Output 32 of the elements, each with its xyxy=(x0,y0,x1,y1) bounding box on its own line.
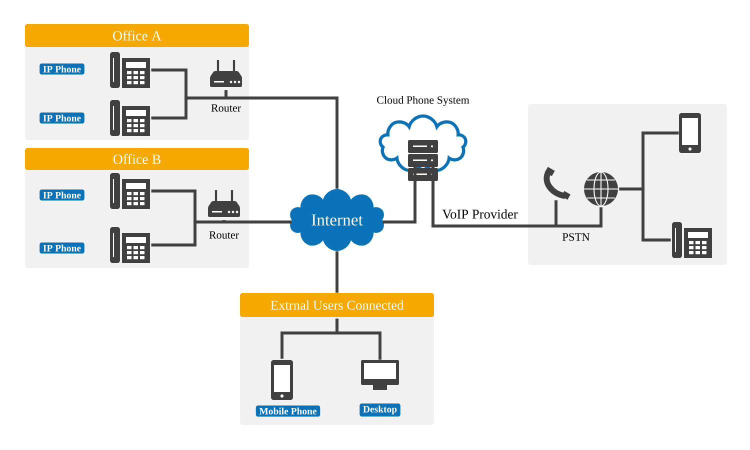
desk-phone-icon xyxy=(110,52,150,88)
connector-line xyxy=(151,220,226,246)
monitor-icon xyxy=(361,360,399,390)
panel-header: Office A xyxy=(25,24,249,47)
connector-line xyxy=(336,318,382,360)
panel-header: Extrnal Users Connected xyxy=(240,293,434,317)
connector-line xyxy=(619,188,671,242)
node-label: Cloud Phone System xyxy=(377,96,470,106)
globe-icon xyxy=(584,171,618,207)
label-badge: IP Phone xyxy=(40,63,84,75)
label-badge: IP Phone xyxy=(40,112,84,124)
handset-icon xyxy=(544,166,570,200)
panel-header: Office B xyxy=(25,148,249,170)
desk-phone-icon xyxy=(110,100,150,136)
desk-phone-icon xyxy=(110,173,150,209)
node-label: Router xyxy=(211,104,241,112)
desk-phone-icon xyxy=(672,222,712,258)
smartphone-icon xyxy=(271,360,293,400)
label-badge: Desktop xyxy=(360,403,400,417)
connector-line xyxy=(382,166,416,224)
edge-label: VoIP Provider xyxy=(440,208,520,220)
node-label: Router xyxy=(209,231,239,239)
smartphone-icon xyxy=(679,113,701,153)
label-badge: IP Phone xyxy=(40,189,84,201)
label-badge: IP Phone xyxy=(40,242,84,254)
connector-line xyxy=(222,220,292,224)
connector-line xyxy=(224,90,338,189)
internet-cloud: Internet xyxy=(290,189,384,251)
connector-line xyxy=(336,251,338,293)
desk-phone-icon xyxy=(110,227,150,263)
network-label: PSTN xyxy=(562,233,590,241)
connector-line xyxy=(432,166,602,228)
